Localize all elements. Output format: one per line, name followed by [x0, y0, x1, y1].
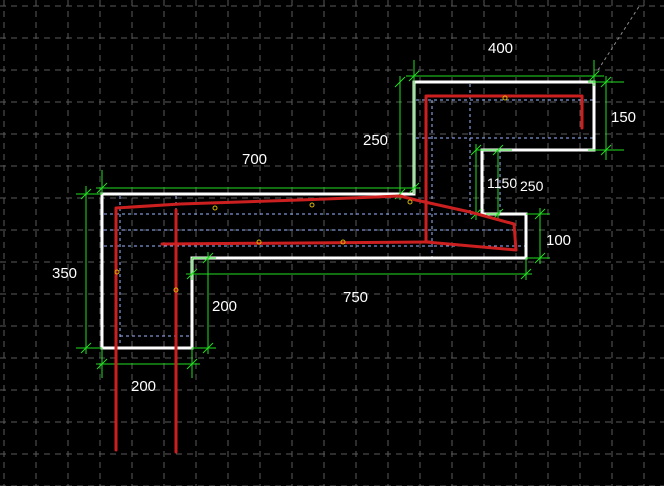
dim-right-height: 100: [546, 232, 571, 249]
dim-leg-inner: 200: [212, 298, 237, 315]
rebar-main: [114, 94, 584, 452]
dim-top-right-height: 150: [611, 109, 636, 126]
rebar-bottom: [160, 240, 432, 246]
bar-markers: [114, 95, 508, 293]
construction-line: [597, 4, 641, 71]
dim-step-small-b: 250: [520, 178, 544, 194]
dim-leg-width: 200: [131, 378, 156, 395]
dim-step-small: 1150: [487, 175, 517, 191]
dim-top-width: 400: [488, 40, 513, 57]
rebar: [114, 94, 584, 454]
dim-lower-length: 750: [343, 289, 368, 306]
dim-left-height: 350: [52, 265, 77, 282]
dim-upper-step: 250: [363, 132, 388, 149]
dim-beam-length: 700: [242, 151, 267, 168]
